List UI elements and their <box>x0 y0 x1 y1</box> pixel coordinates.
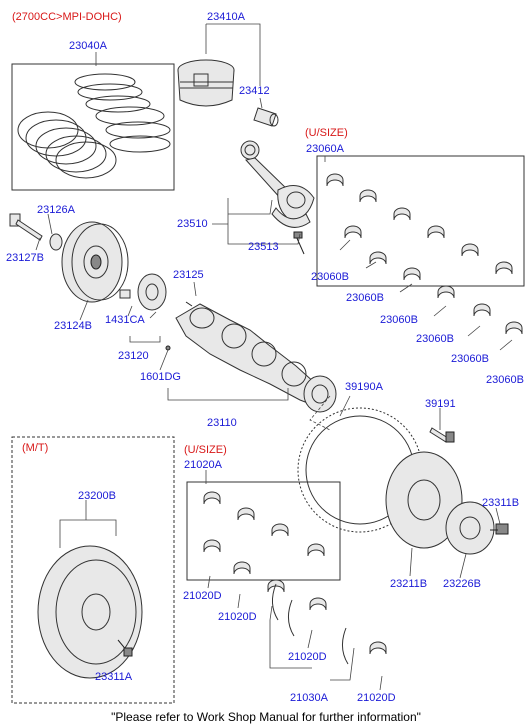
part-23410A[interactable]: 23410A <box>207 11 245 23</box>
part-23060B-1[interactable]: 23060B <box>311 271 349 283</box>
mt-note: (M/T) <box>22 442 49 454</box>
connecting-rod[interactable] <box>240 140 315 255</box>
part-23060B-6[interactable]: 23060B <box>486 374 524 386</box>
part-23124B[interactable]: 23124B <box>54 320 92 332</box>
pulley-bolt[interactable] <box>9 213 63 251</box>
piston-pin[interactable] <box>253 107 279 127</box>
part-23311A[interactable]: 23311A <box>95 671 133 683</box>
part-23510[interactable]: 23510 <box>177 218 208 230</box>
part-23120[interactable]: 23120 <box>118 350 149 362</box>
part-21020D-3[interactable]: 21020D <box>288 651 327 663</box>
flywheel-bolt[interactable] <box>429 427 455 443</box>
flywheel[interactable] <box>37 545 143 679</box>
footer-note: "Please refer to Work Shop Manual for fu… <box>111 710 421 724</box>
part-23311B[interactable]: 23311B <box>482 497 520 509</box>
part-23060B-2[interactable]: 23060B <box>346 292 384 304</box>
bearing-box-lower <box>186 481 341 581</box>
upper-bearings[interactable] <box>326 173 523 335</box>
part-23110[interactable]: 23110 <box>207 417 237 429</box>
lower-bearings[interactable] <box>203 491 387 655</box>
part-23060B-4[interactable]: 23060B <box>416 333 454 345</box>
usize-note-lower: (U/SIZE) <box>184 444 227 456</box>
part-21020A[interactable]: 21020A <box>184 459 222 471</box>
crankshaft-pulley[interactable] <box>61 221 129 303</box>
part-23060B-5[interactable]: 23060B <box>451 353 489 365</box>
piston[interactable] <box>177 59 235 107</box>
mt-box <box>11 436 175 704</box>
part-39190A[interactable]: 39190A <box>345 381 383 393</box>
bearing-box-upper <box>316 155 525 287</box>
usize-note-upper: (U/SIZE) <box>305 127 348 139</box>
leader-lines <box>35 23 513 691</box>
part-23226B[interactable]: 23226B <box>443 578 481 590</box>
part-23060A[interactable]: 23060A <box>306 143 344 155</box>
engine-type-note: (2700CC>MPI-DOHC) <box>12 11 122 23</box>
part-23125[interactable]: 23125 <box>173 269 204 281</box>
part-39191[interactable]: 39191 <box>425 398 456 410</box>
part-23040A[interactable]: 23040A <box>69 40 107 52</box>
drive-plate[interactable] <box>385 451 495 555</box>
part-21020D-4[interactable]: 21020D <box>357 692 396 704</box>
part-23412[interactable]: 23412 <box>239 85 270 97</box>
part-1431CA[interactable]: 1431CA <box>105 314 145 326</box>
part-23060B-3[interactable]: 23060B <box>380 314 418 326</box>
crankshaft-sprocket[interactable] <box>119 273 193 311</box>
part-21020D-2[interactable]: 21020D <box>218 611 257 623</box>
part-23126A[interactable]: 23126A <box>37 204 75 216</box>
thrust-washers[interactable] <box>272 583 349 665</box>
part-21020D-1[interactable]: 21020D <box>183 590 222 602</box>
crankshaft[interactable] <box>165 303 337 413</box>
piston-rings-set[interactable] <box>11 63 175 191</box>
drive-plate-bolt[interactable] <box>490 523 509 535</box>
part-23127B[interactable]: 23127B <box>6 252 44 264</box>
part-23513[interactable]: 23513 <box>248 241 279 253</box>
part-23211B[interactable]: 23211B <box>390 578 428 590</box>
part-21030A[interactable]: 21030A <box>290 692 328 704</box>
part-1601DG[interactable]: 1601DG <box>140 371 181 383</box>
part-23200B[interactable]: 23200B <box>78 490 116 502</box>
